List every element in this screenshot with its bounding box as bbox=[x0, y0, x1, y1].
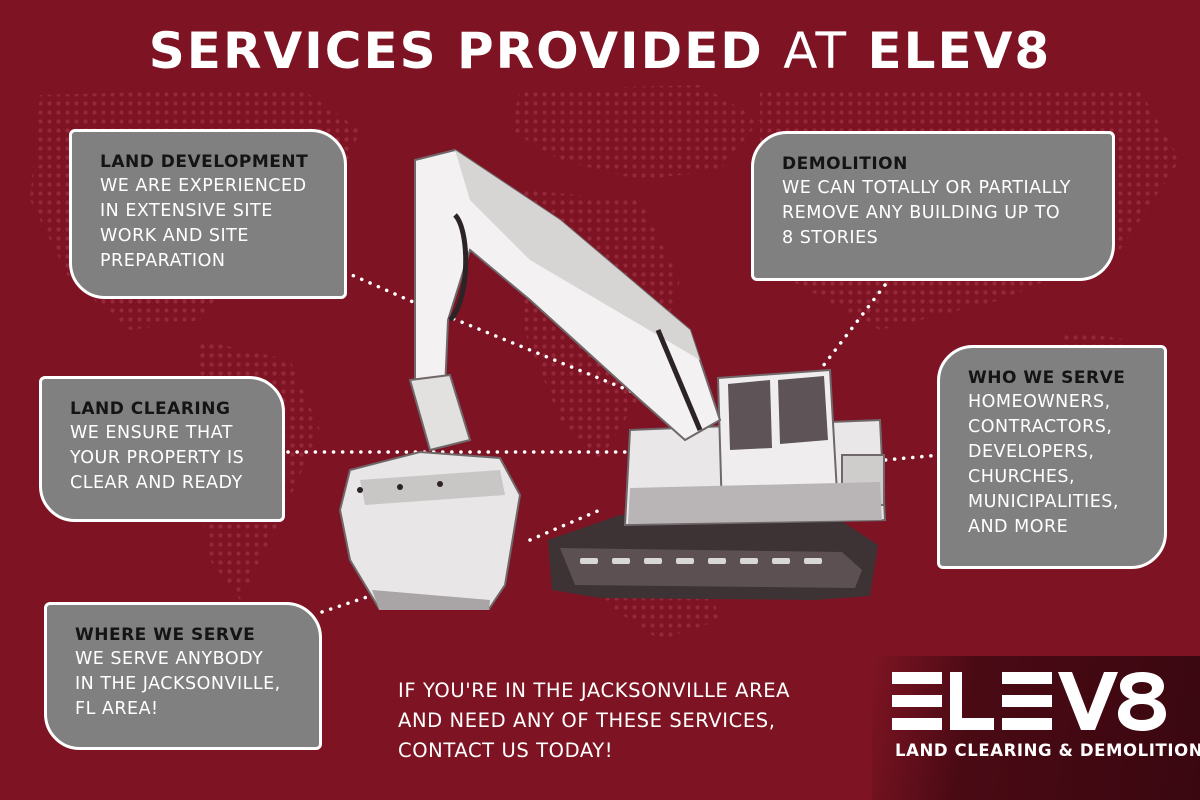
card-body: WE CAN TOTALLY OR PARTIALLY REMOVE ANY B… bbox=[782, 178, 1071, 248]
card-heading: DEMOLITION bbox=[782, 154, 908, 174]
card-land-development: LAND DEVELOPMENT WE ARE EXPERIENCED IN E… bbox=[69, 129, 347, 299]
card-body: WE SERVE ANYBODY IN THE JACKSONVILLE, FL… bbox=[75, 649, 281, 719]
card-body: HOMEOWNERS, CONTRACTORS, DEVELOPERS, CHU… bbox=[968, 392, 1119, 537]
card-demolition: DEMOLITION WE CAN TOTALLY OR PARTIALLY R… bbox=[751, 131, 1115, 281]
card-heading: LAND DEVELOPMENT bbox=[100, 152, 309, 172]
excavator-illustration bbox=[338, 148, 887, 610]
title-light-part: AT bbox=[783, 22, 849, 80]
excavator-bucket-icon bbox=[338, 373, 522, 610]
card-body: WE ARE EXPERIENCED IN EXTENSIVE SITE WOR… bbox=[100, 176, 307, 271]
page-title: SERVICES PROVIDED AT ELEV8 bbox=[0, 22, 1200, 80]
excavator-tracks-icon bbox=[548, 515, 878, 600]
excavator-body-icon bbox=[623, 368, 887, 527]
card-land-clearing: LAND CLEARING WE ENSURE THAT YOUR PROPER… bbox=[39, 376, 285, 522]
card-heading: WHO WE SERVE bbox=[968, 368, 1126, 388]
title-bold-part: SERVICES PROVIDED bbox=[148, 22, 764, 80]
excavator-boom-icon bbox=[414, 148, 722, 442]
logo-tagline: LAND CLEARING & DEMOLITION bbox=[895, 741, 1200, 760]
card-heading: LAND CLEARING bbox=[70, 399, 231, 419]
elev8-logo bbox=[892, 672, 1166, 731]
card-where-we-serve: WHERE WE SERVE WE SERVE ANYBODY IN THE J… bbox=[44, 602, 322, 750]
card-who-we-serve: WHO WE SERVE HOMEOWNERS, CONTRACTORS, DE… bbox=[937, 345, 1167, 569]
title-brand-part: ELEV8 bbox=[867, 22, 1052, 80]
card-heading: WHERE WE SERVE bbox=[75, 625, 256, 645]
card-body: WE ENSURE THAT YOUR PROPERTY IS CLEAR AN… bbox=[70, 423, 245, 493]
call-to-action-text: IF YOU'RE IN THE JACKSONVILLE AREA AND N… bbox=[398, 679, 791, 762]
